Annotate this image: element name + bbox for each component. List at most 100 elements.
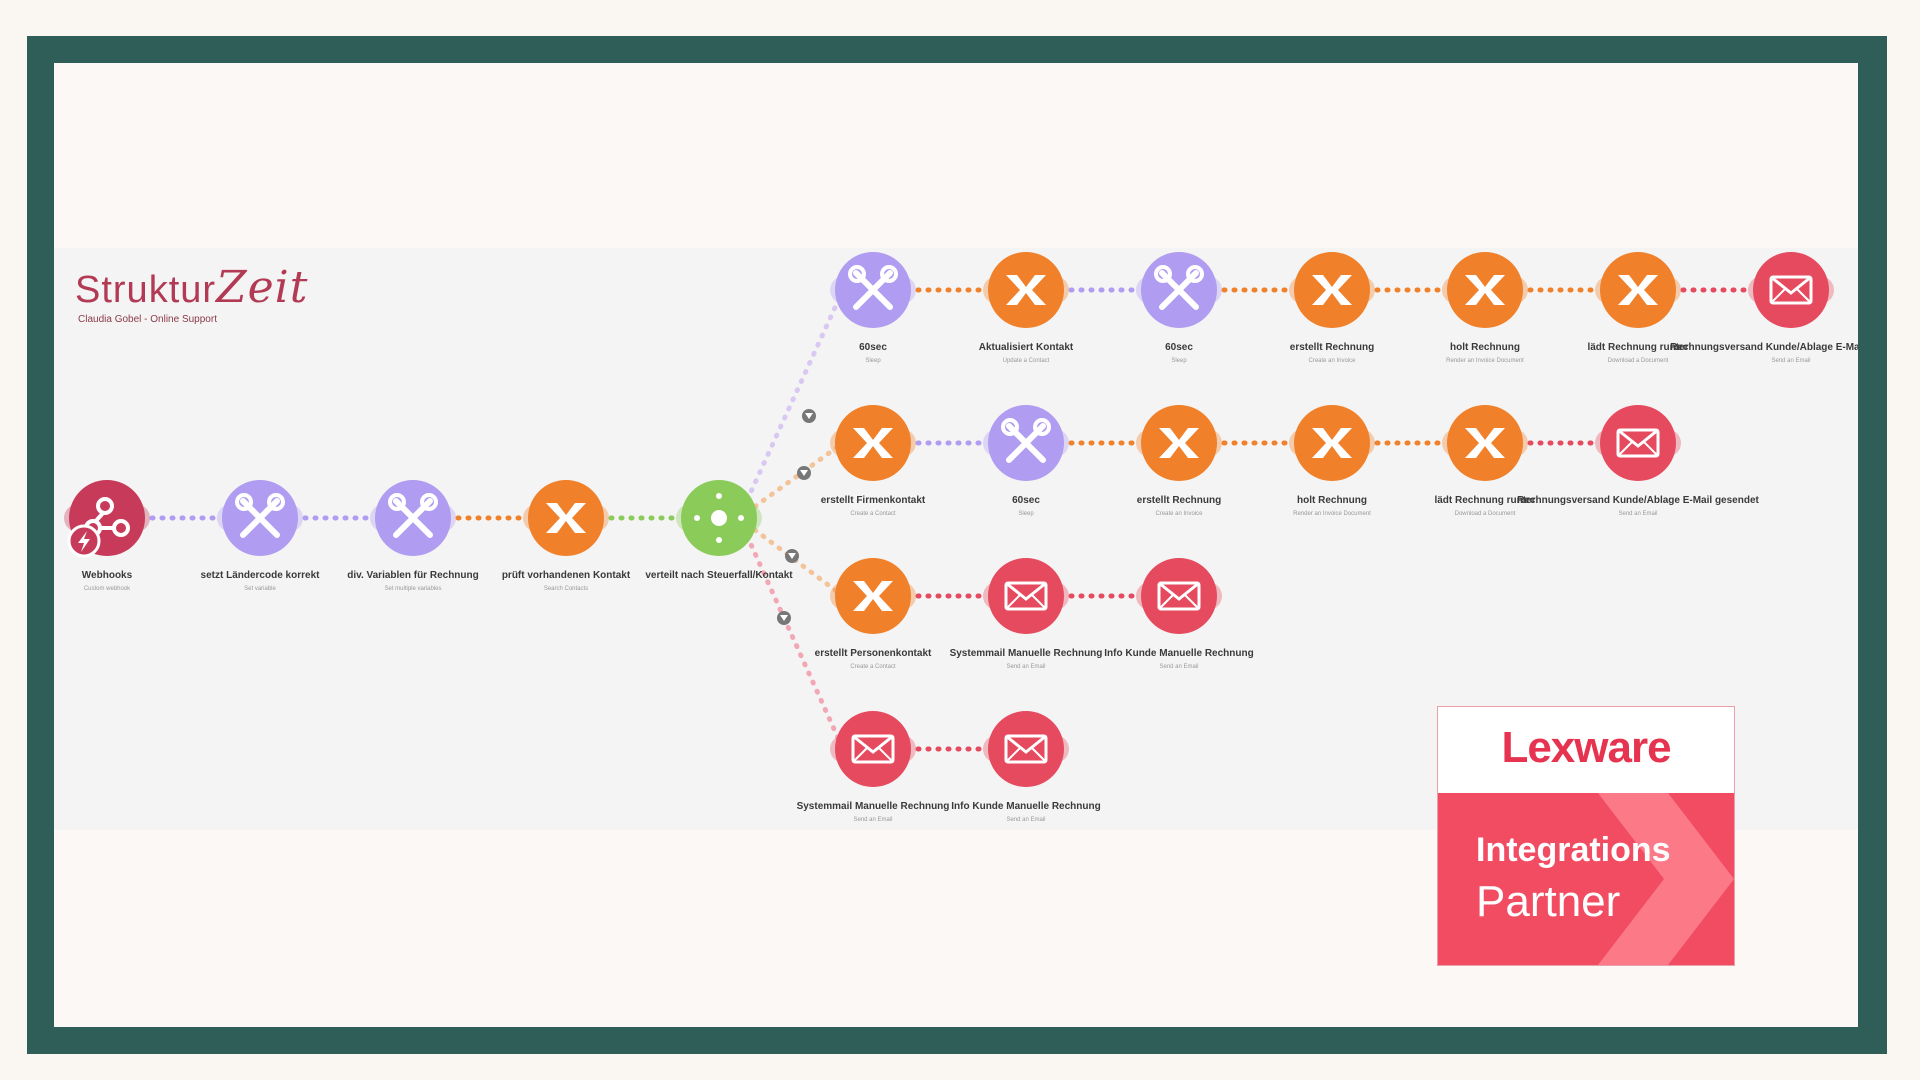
node-sublabel: Sleep [1171,358,1187,364]
lexware-x-icon [853,581,893,611]
node-sublabel: Create an Invoice [1155,511,1203,517]
badge-chevron-graphic [1598,793,1734,965]
node-sublabel: Create a Contact [850,511,896,517]
lexware-x-icon [1465,428,1505,458]
node-sublabel: Send an Email [1006,664,1045,670]
node-circle [988,711,1064,787]
instant-trigger-icon [67,524,101,558]
node-label: Aktualisiert Kontakt [979,342,1074,353]
tools-icon [1154,265,1204,310]
route-1-module-7[interactable]: Rechnungsversand Kunde/Ablage E-Mail ges… [1670,252,1858,364]
node-circle [835,711,911,787]
badge-line-2: Partner [1476,877,1621,926]
connector-dots [736,515,846,599]
connector-dots [736,515,846,752]
tools-icon [848,265,898,310]
node-sublabel: Render an Invoice Document [1293,511,1371,517]
lexware-x-icon [853,428,893,458]
envelope-icon [1157,581,1201,611]
node-sublabel: Search Contacts [544,586,588,592]
main-module-5[interactable]: verteilt nach Steuerfall/Kontakt [645,480,793,581]
tools-icon [1001,418,1051,463]
node-label: Systemmail Manuelle Rechnung [950,648,1103,659]
envelope-icon [1004,734,1048,764]
node-sublabel: Create a Contact [850,664,896,670]
filter-icon[interactable] [777,611,791,625]
badge-brand: Lexware [1501,723,1671,772]
tools-icon [235,493,285,538]
node-label: Info Kunde Manuelle Rechnung [951,801,1100,812]
node-circle [1753,252,1829,328]
strukturzeit-logo: StrukturZeit Claudia Gobel - Online Supp… [75,262,335,342]
node-sublabel: Send an Email [853,817,892,823]
logo-wordmark: StrukturZeit [75,262,308,313]
node-label: Rechnungsversand Kunde/Ablage E-Mail ges… [1670,342,1858,353]
node-label: div. Variablen für Rechnung [347,570,479,581]
lexware-x-icon [1465,275,1505,305]
logo-text: Struktur [75,269,217,311]
logo-subtitle: Claudia Gobel - Online Support [78,314,217,325]
node-label: setzt Ländercode korrekt [201,570,321,581]
lexware-partner-badge: Lexware Integrations Partner [1437,706,1735,966]
node-sublabel: Sleep [1018,511,1034,517]
node-label: lädt Rechnung runter [1434,495,1535,506]
connector-dots [736,440,846,521]
node-label: Rechnungsversand Kunde/Ablage E-Mail ges… [1517,495,1759,506]
tools-icon [388,493,438,538]
node-sublabel: Send an Email [1006,817,1045,823]
node-label: verteilt nach Steuerfall/Kontakt [645,570,793,581]
node-label: 60sec [859,342,887,353]
lexware-x-icon [1312,275,1352,305]
node-sublabel: Send an Email [1159,664,1198,670]
node-circle [1600,405,1676,481]
node-sublabel: Send an Email [1771,358,1810,364]
envelope-icon [1004,581,1048,611]
node-label: 60sec [1165,342,1193,353]
node-label: erstellt Personenkontakt [815,648,932,659]
envelope-icon [1769,275,1813,305]
badge-header: Lexware [1438,707,1734,793]
node-sublabel: Download a Document [1608,358,1669,364]
lexware-x-icon [546,503,586,533]
connector-dots [736,287,846,521]
filter-icon[interactable] [802,409,816,423]
lexware-x-icon [1618,275,1658,305]
logo-script-text: Zeit [216,262,309,313]
envelope-icon [1616,428,1660,458]
node-label: Systemmail Manuelle Rechnung [797,801,950,812]
filter-icon[interactable] [785,549,799,563]
badge-line-1: Integrations [1476,831,1671,869]
route-2-module-6[interactable]: Rechnungsversand Kunde/Ablage E-Mail ges… [1517,405,1760,517]
node-sublabel: Render an Invoice Document [1446,358,1524,364]
node-label: 60sec [1012,495,1040,506]
filter-icon[interactable] [797,466,811,480]
node-label: holt Rechnung [1297,495,1367,506]
node-label: lädt Rechnung runter [1587,342,1688,353]
node-label: prüft vorhandenen Kontakt [502,570,631,581]
node-sublabel: Set variable [244,586,276,592]
node-circle [988,558,1064,634]
node-sublabel: Sleep [865,358,881,364]
node-label: Webhooks [82,570,133,581]
